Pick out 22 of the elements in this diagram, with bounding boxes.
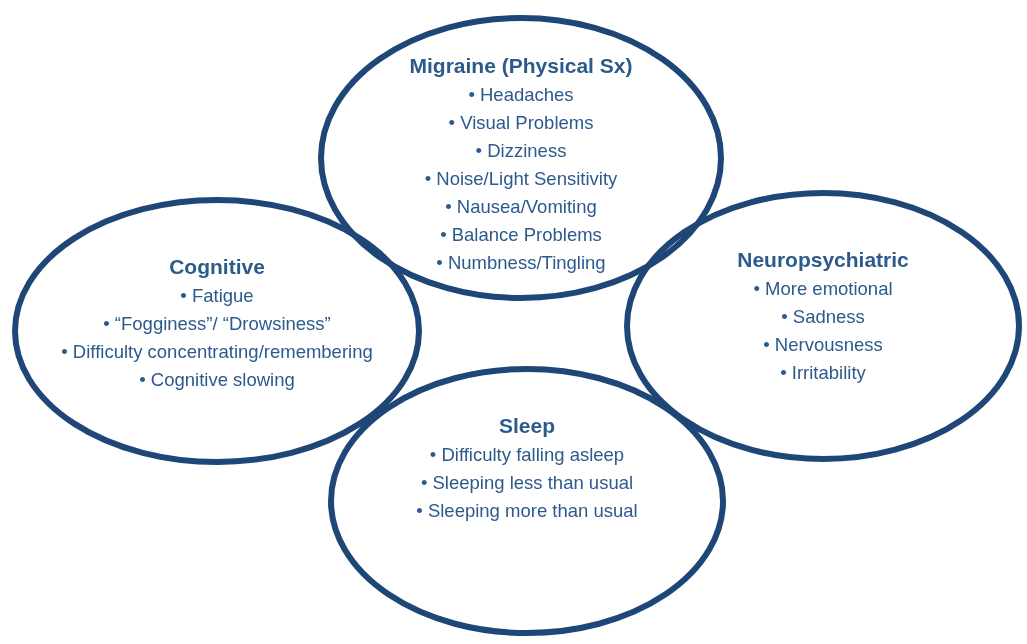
bullet-item: • More emotional [753, 277, 893, 301]
heading: Neuropsychiatric [737, 247, 909, 273]
bullet-item: • Nervousness [763, 333, 883, 357]
bullet-item: • Balance Problems [440, 223, 602, 247]
bullet-item: • Fatigue [180, 284, 254, 308]
bullet-item: • Sadness [781, 305, 865, 329]
bullet-item: • Noise/Light Sensitivity [424, 167, 618, 191]
bullet-item: • Sleeping more than usual [416, 499, 638, 523]
heading: Cognitive [169, 254, 265, 280]
bullet-item: • Visual Problems [448, 111, 594, 135]
bullet-item: • Irritability [780, 361, 866, 385]
bullet-item: • Difficulty falling asleep [429, 443, 625, 467]
bullet-item: • Dizziness [475, 139, 567, 163]
bullet-item: • Cognitive slowing [139, 368, 295, 392]
bullet-item: • Difficulty concentrating/remembering [61, 340, 373, 364]
bullet-item: • Nausea/Vomiting [445, 195, 597, 219]
bullet-item: • Sleeping less than usual [420, 471, 634, 495]
bullet-item: • Numbness/Tingling [436, 251, 606, 275]
bullet-item: • “Fogginess”/ “Drowsiness” [103, 312, 331, 336]
heading: Migraine (Physical Sx) [409, 53, 633, 79]
bullet-item: • Headaches [468, 83, 574, 107]
heading: Sleep [499, 413, 555, 439]
